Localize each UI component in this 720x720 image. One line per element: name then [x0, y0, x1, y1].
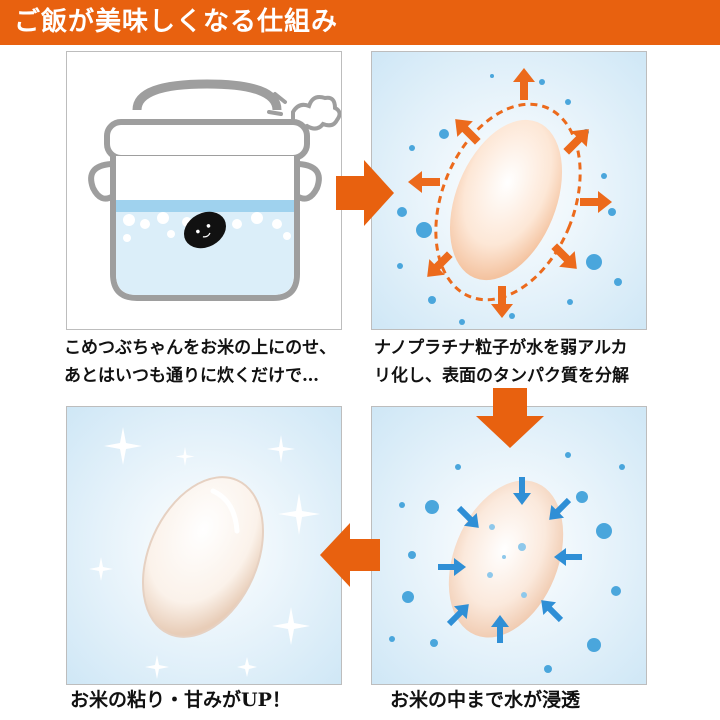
page-title: ご飯が美味しくなる仕組み [14, 7, 339, 37]
water-particles [397, 74, 622, 325]
arrow-down-icon [476, 388, 544, 448]
sparkle-icons [89, 427, 320, 679]
caption-step-3: お米の中まで水が浸透 [390, 689, 581, 711]
alkaline-illustration [372, 52, 646, 329]
rice-grain [449, 119, 563, 281]
caption-step-2: ナノプラチナ粒子が水を弱アルカ リ化し、表面のタンパク質を分解 [374, 334, 629, 390]
sparkling-rice-illustration [67, 407, 341, 684]
rice-cooker-illustration [88, 79, 341, 301]
caption-step-1: こめつぶちゃんをお米の上にのせ、 あとはいつも通りに炊くだけで… [64, 334, 336, 390]
caption-step-4: お米の粘り・甘みがUP！ [70, 689, 291, 711]
komesubu-chan-icon [183, 211, 227, 249]
steam-icon [267, 92, 341, 131]
arrow-left-icon [320, 523, 380, 587]
water-particles [389, 452, 625, 673]
caption-step-2-line-1: ナノプラチナ粒子が水を弱アルカ [374, 338, 628, 358]
panel-alkaline-water [371, 51, 647, 330]
penetration-illustration [372, 407, 646, 684]
arrow-right-icon [336, 160, 394, 226]
caption-step-1-line-2: あとはいつも通りに炊くだけで… [64, 366, 319, 386]
panel-sparkling-rice [66, 406, 342, 685]
cooker-lid [104, 119, 310, 161]
cooker-handle [132, 79, 282, 111]
inward-arrows [438, 477, 582, 643]
cooker-water [116, 202, 294, 295]
header-bar: ご飯が美味しくなる仕組み [0, 0, 720, 45]
caption-step-1-line-1: こめつぶちゃんをお米の上にのせ、 [64, 338, 337, 358]
panel-water-penetration [371, 406, 647, 685]
outward-arrows [408, 68, 612, 318]
panel-rice-cooker [66, 51, 342, 330]
caption-step-2-line-2: リ化し、表面のタンパク質を分解 [374, 366, 629, 386]
